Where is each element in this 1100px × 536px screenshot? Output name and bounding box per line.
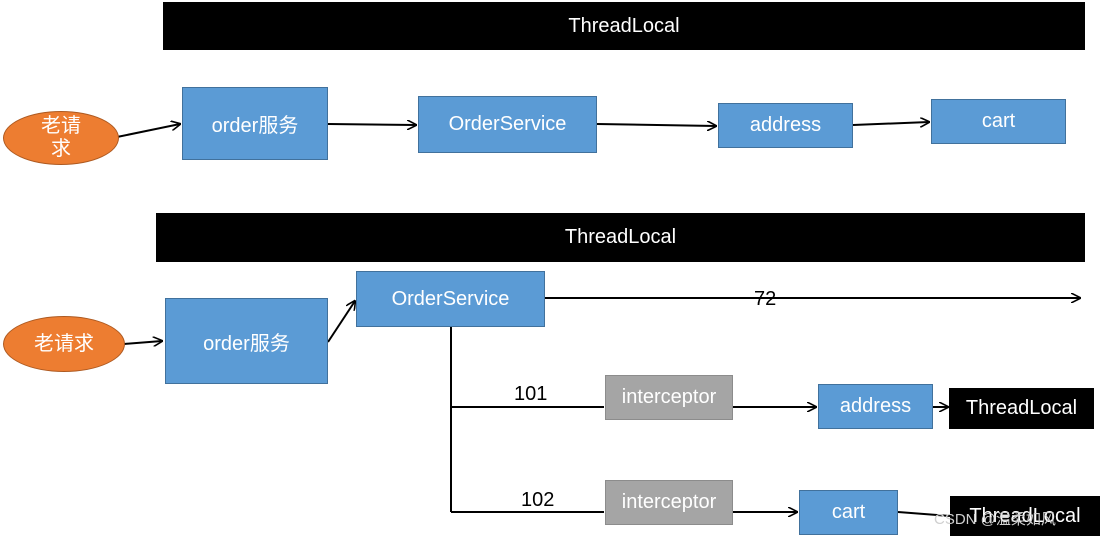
interceptor-node-1-label: interceptor (621, 386, 717, 408)
order-service-node-top: order服务 (182, 87, 328, 160)
interceptor-node-2: interceptor (605, 480, 733, 525)
cart-node-top-label: cart (981, 110, 1016, 132)
edge-label-101: 101 (514, 383, 548, 405)
request-node-top-label: 老请 求 (41, 115, 81, 160)
arrow-request2-to-order2 (123, 341, 162, 344)
threadlocal-box-2-label: ThreadLocal (969, 504, 1081, 527)
address-node-top: address (718, 103, 853, 148)
address-node-bottom: address (818, 384, 933, 429)
edge-label-102: 102 (521, 489, 555, 511)
arrow-order2-to-service2 (327, 301, 355, 343)
line-cart-to-threadlocal (897, 511, 951, 517)
cart-node-bottom-label: cart (831, 501, 866, 523)
threadlocal-bar-top: ThreadLocal (163, 2, 1085, 50)
interceptor-node-1: interceptor (605, 375, 733, 420)
cart-node-top: cart (931, 99, 1066, 144)
orderservice-node-top-label: OrderService (448, 113, 567, 135)
request-node-bottom-label: 老请求 (34, 332, 94, 355)
request-node-top: 老请 求 (3, 111, 119, 165)
threadlocal-box-1: ThreadLocal (949, 388, 1094, 429)
arrow-address-to-cart (852, 122, 929, 125)
interceptor-node-2-label: interceptor (621, 491, 717, 513)
threadlocal-bar-top-label: ThreadLocal (568, 14, 680, 37)
threadlocal-bar-bottom: ThreadLocal (156, 213, 1085, 262)
address-node-top-label: address (749, 114, 822, 136)
arrow-service-to-address (596, 124, 716, 126)
orderservice-node-bottom-label: OrderService (391, 287, 510, 310)
address-node-bottom-label: address (839, 395, 912, 417)
watermark: CSDN @温柔如风 (934, 511, 1056, 528)
request-node-bottom: 老请求 (3, 316, 125, 372)
order-service-node-bottom: order服务 (165, 298, 328, 384)
order-service-node-top-label: order服务 (211, 115, 299, 137)
edge-label-72: 72 (754, 288, 777, 310)
arrow-order-to-service (327, 124, 416, 125)
order-service-node-bottom-label: order服务 (203, 332, 290, 355)
threadlocal-box-1-label: ThreadLocal (965, 397, 1078, 419)
cart-node-bottom: cart (799, 490, 898, 535)
threadlocal-box-2: ThreadLocal (950, 496, 1100, 536)
threadlocal-bar-bottom-label: ThreadLocal (564, 226, 677, 248)
orderservice-node-bottom: OrderService (356, 271, 545, 327)
orderservice-node-top: OrderService (418, 96, 597, 153)
arrow-request-to-order (116, 124, 180, 138)
